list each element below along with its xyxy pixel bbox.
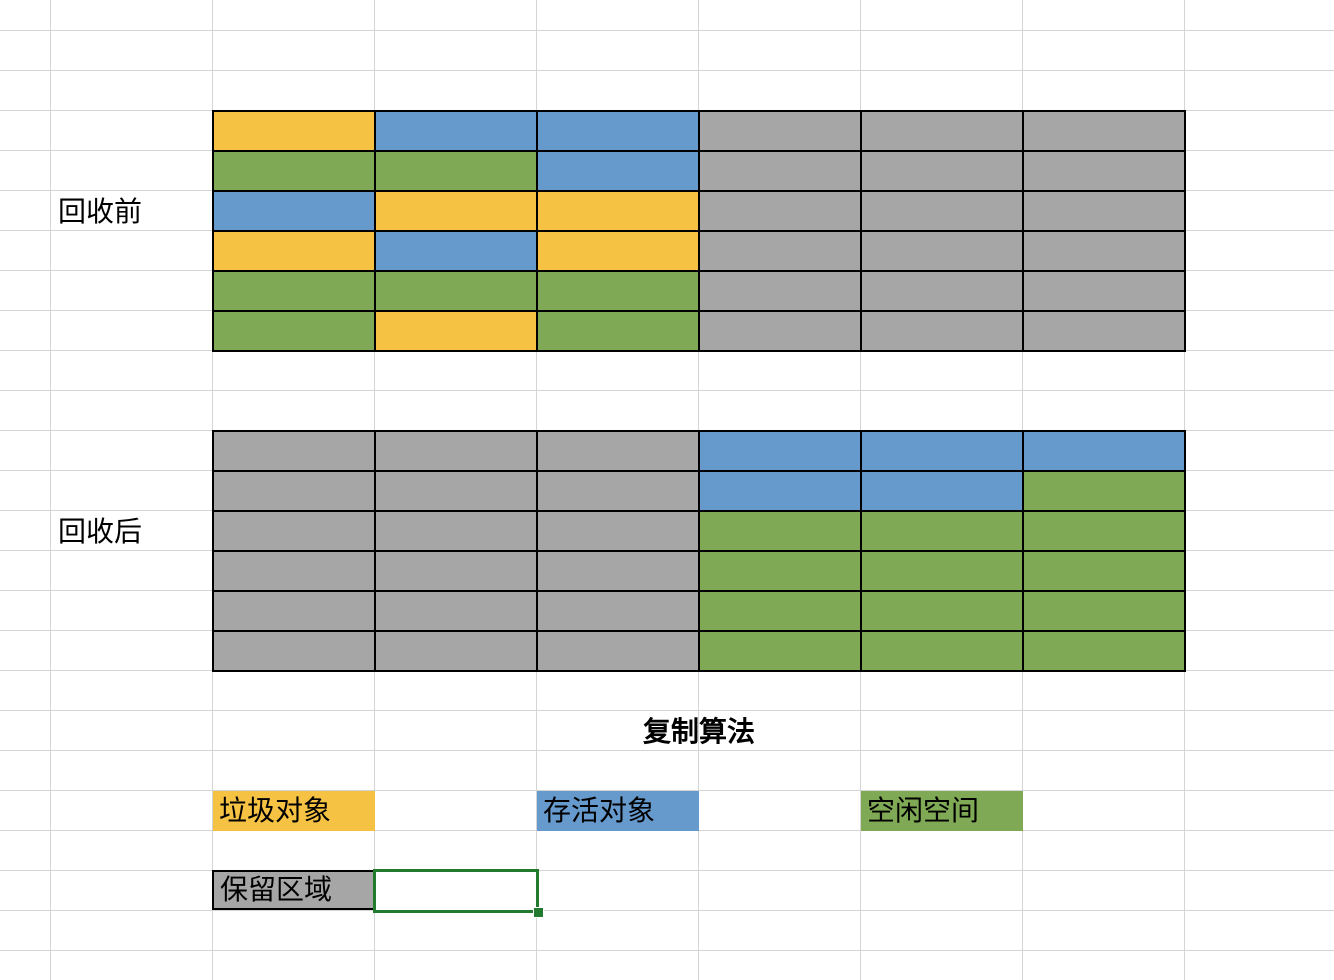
selected-cell[interactable] bbox=[373, 869, 539, 913]
memory-cell-alive[interactable] bbox=[376, 112, 536, 150]
memory-cell-reserved[interactable] bbox=[214, 552, 374, 590]
memory-cell-free[interactable] bbox=[700, 592, 860, 630]
memory-cell-reserved[interactable] bbox=[1024, 152, 1184, 190]
memory-cell-garbage[interactable] bbox=[538, 232, 698, 270]
memory-cell-free[interactable] bbox=[700, 632, 860, 670]
gridline-horizontal bbox=[0, 950, 1334, 951]
memory-cell-reserved[interactable] bbox=[214, 592, 374, 630]
memory-cell-reserved[interactable] bbox=[700, 152, 860, 190]
gridline-horizontal bbox=[0, 70, 1334, 71]
after-label[interactable]: 回收后 bbox=[58, 515, 143, 548]
memory-cell-free[interactable] bbox=[700, 512, 860, 550]
memory-cell-reserved[interactable] bbox=[376, 432, 536, 470]
algorithm-title[interactable]: 复制算法 bbox=[642, 715, 755, 748]
memory-cell-garbage[interactable] bbox=[538, 192, 698, 230]
memory-cell-reserved[interactable] bbox=[700, 232, 860, 270]
memory-cell-free[interactable] bbox=[214, 272, 374, 310]
memory-cell-reserved[interactable] bbox=[376, 632, 536, 670]
memory-cell-alive[interactable] bbox=[862, 432, 1022, 470]
memory-cell-reserved[interactable] bbox=[862, 112, 1022, 150]
fill-handle[interactable] bbox=[533, 907, 544, 918]
memory-cell-reserved[interactable] bbox=[862, 192, 1022, 230]
memory-cell-free[interactable] bbox=[1024, 632, 1184, 670]
gridline-horizontal bbox=[0, 390, 1334, 391]
memory-cell-reserved[interactable] bbox=[376, 592, 536, 630]
memory-cell-reserved[interactable] bbox=[1024, 272, 1184, 310]
memory-cell-reserved[interactable] bbox=[700, 272, 860, 310]
memory-cell-free[interactable] bbox=[214, 152, 374, 190]
memory-cell-reserved[interactable] bbox=[700, 312, 860, 350]
memory-cell-reserved[interactable] bbox=[376, 512, 536, 550]
memory-cell-free[interactable] bbox=[862, 632, 1022, 670]
legend-free[interactable]: 空闲空间 bbox=[861, 791, 1023, 831]
legend-reserved[interactable]: 保留区域 bbox=[212, 870, 376, 910]
gridline-horizontal bbox=[0, 790, 1334, 791]
memory-cell-reserved[interactable] bbox=[538, 432, 698, 470]
memory-cell-free[interactable] bbox=[1024, 552, 1184, 590]
memory-cell-reserved[interactable] bbox=[214, 472, 374, 510]
memory-cell-reserved[interactable] bbox=[214, 432, 374, 470]
legend-garbage[interactable]: 垃圾对象 bbox=[213, 791, 375, 831]
memory-cell-free[interactable] bbox=[700, 552, 860, 590]
memory-cell-alive[interactable] bbox=[214, 192, 374, 230]
memory-cell-free[interactable] bbox=[1024, 472, 1184, 510]
memory-cell-free[interactable] bbox=[1024, 592, 1184, 630]
memory-cell-free[interactable] bbox=[862, 552, 1022, 590]
memory-cell-free[interactable] bbox=[862, 512, 1022, 550]
before-label[interactable]: 回收前 bbox=[58, 195, 143, 228]
memory-cell-free[interactable] bbox=[862, 592, 1022, 630]
gridline-vertical bbox=[50, 0, 51, 980]
memory-cell-alive[interactable] bbox=[376, 232, 536, 270]
memory-cell-reserved[interactable] bbox=[1024, 312, 1184, 350]
memory-cell-free[interactable] bbox=[1024, 512, 1184, 550]
memory-cell-reserved[interactable] bbox=[376, 472, 536, 510]
memory-cell-alive[interactable] bbox=[700, 472, 860, 510]
memory-cell-alive[interactable] bbox=[538, 152, 698, 190]
gridline-horizontal bbox=[0, 710, 1334, 711]
memory-cell-reserved[interactable] bbox=[538, 592, 698, 630]
memory-cell-reserved[interactable] bbox=[538, 552, 698, 590]
memory-cell-free[interactable] bbox=[376, 152, 536, 190]
memory-cell-free[interactable] bbox=[538, 272, 698, 310]
memory-cell-reserved[interactable] bbox=[700, 192, 860, 230]
memory-cell-reserved[interactable] bbox=[538, 472, 698, 510]
gridline-horizontal bbox=[0, 910, 1334, 911]
memory-cell-reserved[interactable] bbox=[862, 312, 1022, 350]
gridline-horizontal bbox=[0, 30, 1334, 31]
memory-cell-reserved[interactable] bbox=[376, 552, 536, 590]
memory-cell-reserved[interactable] bbox=[862, 272, 1022, 310]
memory-cell-reserved[interactable] bbox=[862, 232, 1022, 270]
memory-cell-reserved[interactable] bbox=[538, 632, 698, 670]
memory-cell-reserved[interactable] bbox=[1024, 232, 1184, 270]
memory-cell-free[interactable] bbox=[214, 312, 374, 350]
memory-cell-garbage[interactable] bbox=[214, 232, 374, 270]
memory-cell-reserved[interactable] bbox=[214, 512, 374, 550]
memory-cell-alive[interactable] bbox=[700, 432, 860, 470]
memory-grid-after bbox=[212, 430, 1186, 672]
memory-cell-reserved[interactable] bbox=[214, 632, 374, 670]
memory-cell-reserved[interactable] bbox=[1024, 112, 1184, 150]
memory-cell-reserved[interactable] bbox=[700, 112, 860, 150]
gridline-horizontal bbox=[0, 750, 1334, 751]
memory-cell-reserved[interactable] bbox=[1024, 192, 1184, 230]
memory-cell-garbage[interactable] bbox=[214, 112, 374, 150]
memory-cell-garbage[interactable] bbox=[376, 192, 536, 230]
memory-cell-alive[interactable] bbox=[862, 472, 1022, 510]
legend-alive[interactable]: 存活对象 bbox=[537, 791, 699, 831]
memory-cell-garbage[interactable] bbox=[376, 312, 536, 350]
memory-cell-reserved[interactable] bbox=[862, 152, 1022, 190]
memory-grid-before bbox=[212, 110, 1186, 352]
memory-cell-reserved[interactable] bbox=[538, 512, 698, 550]
memory-cell-free[interactable] bbox=[376, 272, 536, 310]
gridline-horizontal bbox=[0, 870, 1334, 871]
memory-cell-alive[interactable] bbox=[538, 112, 698, 150]
memory-cell-free[interactable] bbox=[538, 312, 698, 350]
memory-cell-alive[interactable] bbox=[1024, 432, 1184, 470]
